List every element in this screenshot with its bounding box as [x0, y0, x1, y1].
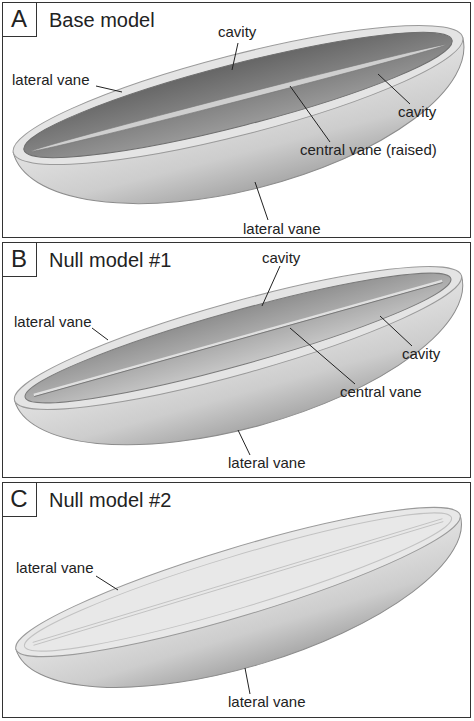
panel-letter: A [11, 7, 27, 31]
central-vane [31, 42, 447, 154]
panel-letter: C [10, 487, 27, 511]
rim [5, 241, 471, 435]
panel-title: Null model #1 [49, 249, 171, 272]
null-model-1-shape [5, 241, 474, 487]
part-label: central vane (raised) [300, 142, 437, 159]
panel-frame: Null model #2 C [2, 482, 471, 718]
panel-letter-box: B [2, 242, 37, 277]
part-label: cavity [262, 250, 300, 267]
part-label: lateral vane [12, 72, 90, 89]
panel-letter-box: A [2, 2, 37, 37]
leader-line [262, 266, 280, 306]
inner-outline [17, 493, 459, 672]
central-groove [33, 519, 444, 646]
panel-title: Null model #2 [49, 489, 171, 512]
base-model-shape [3, 0, 474, 245]
panel-frame: Null model #1 B [2, 242, 471, 478]
part-label: cavity [402, 346, 440, 363]
part-label: central vane [340, 384, 422, 401]
part-label: lateral vane [16, 560, 94, 577]
cavity [18, 253, 458, 424]
panel-title: Base model [49, 9, 155, 32]
leader-line [96, 576, 118, 590]
leader-line [245, 668, 250, 694]
panel-letter-box: C [2, 482, 37, 517]
part-label: lateral vane [228, 694, 306, 711]
top-surface [6, 482, 470, 681]
null-model-2-shape [6, 482, 474, 721]
part-label: cavity [218, 24, 256, 41]
panel-letter: B [11, 247, 27, 271]
leader-line [380, 316, 412, 346]
leader-line [238, 430, 250, 455]
leader-line [290, 328, 355, 384]
leader-line [96, 86, 122, 92]
leader-line [255, 182, 268, 220]
rim [3, 0, 472, 191]
cavity [16, 10, 460, 180]
central-vane [34, 281, 442, 395]
leader-line [290, 86, 330, 142]
leader-lines [92, 43, 412, 694]
leader-line [232, 43, 238, 70]
part-label: cavity [398, 104, 436, 121]
part-label: lateral vane [14, 314, 92, 331]
leader-line [378, 74, 410, 104]
central-vane-edge [34, 283, 442, 397]
part-label: lateral vane [243, 221, 321, 238]
part-label: lateral vane [228, 455, 306, 472]
leader-line [92, 328, 108, 340]
